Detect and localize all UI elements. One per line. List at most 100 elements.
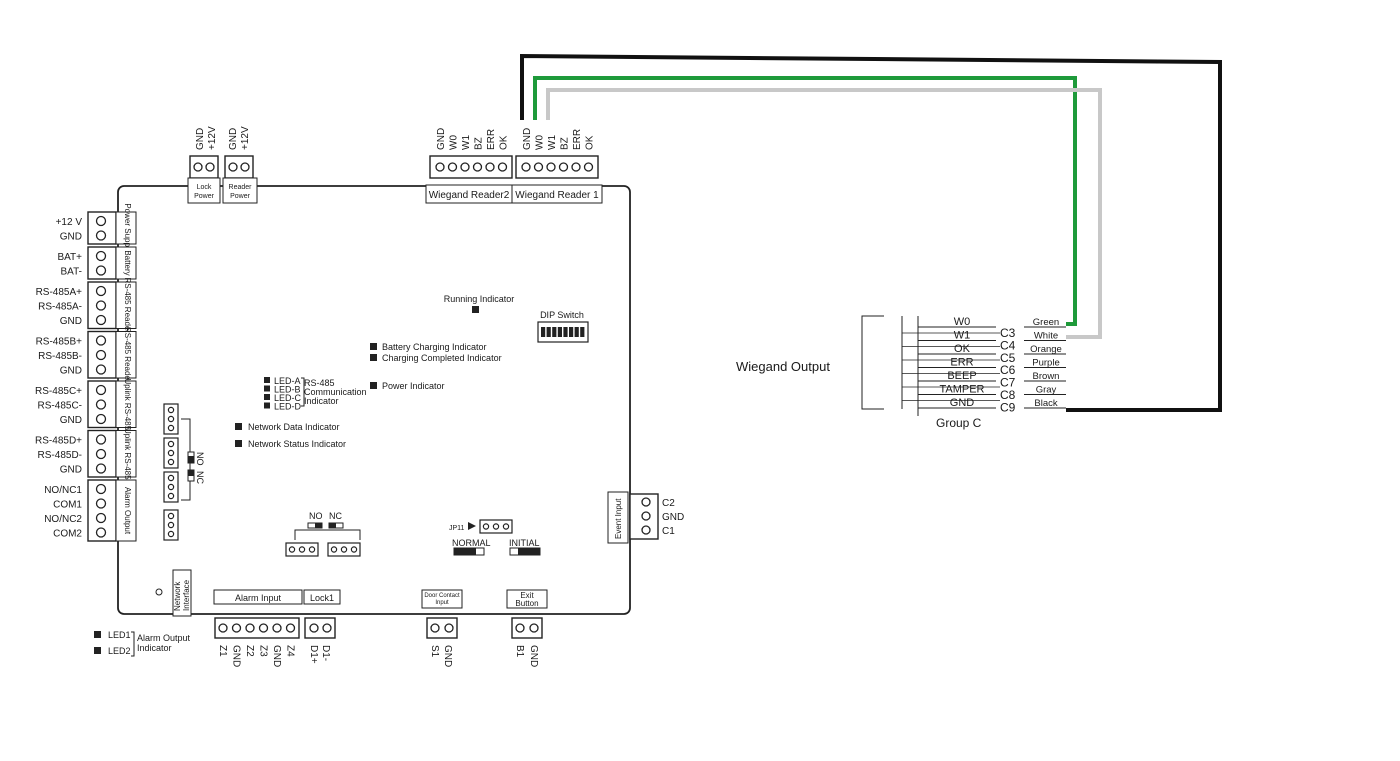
reader-power-pin-gnd: GND	[228, 128, 239, 150]
exit-button-pin-gnd: GND	[528, 645, 539, 667]
left-group-screw	[95, 364, 107, 375]
wiegand-signal-err: ERR	[950, 357, 973, 369]
exit-button-label-line2: Button	[515, 599, 538, 608]
wiegand_reader1-screw	[583, 162, 594, 172]
network-interface-line2: Interface	[182, 579, 191, 611]
led-row-led-b: LED-B	[274, 385, 301, 395]
lock-power-pin-12v: +12V	[207, 126, 218, 150]
led2-label: LED2	[108, 646, 131, 656]
alarm-jumper-nc-label: NC	[195, 471, 205, 484]
left-group-label-uplink-rs-485: Uplink RS-485	[123, 378, 132, 430]
left-group-screw	[95, 399, 107, 410]
wiegand-signal-gnd: GND	[950, 397, 975, 409]
led-row-led-d: LED-D	[274, 402, 302, 412]
wiegand_reader1-pin-w1: W1	[547, 135, 558, 150]
alarm-input-pin-z4: Z4	[285, 645, 296, 657]
running-indicator-label: Running Indicator	[444, 294, 515, 304]
jp11-jumper: JP11 NORMAL INITIAL	[449, 519, 541, 556]
led1-label: LED1	[108, 630, 131, 640]
wire-label-black: Black	[1034, 398, 1057, 409]
dip-switch-toggle	[569, 327, 574, 337]
wiegand-terminal-c5: C5	[1000, 351, 1016, 365]
lock-power-terminal: GND +12V Lock Power	[187, 126, 221, 204]
green-wire	[533, 76, 1077, 326]
power-indicator-label: Power Indicator	[382, 381, 445, 391]
wiegand-signal-w1: W1	[954, 330, 971, 342]
wiegand_reader2-screw	[485, 162, 495, 172]
alarm-input-screw	[231, 623, 242, 633]
wire-label-green: Green	[1033, 317, 1059, 328]
wiegand-group-label: Group C	[936, 416, 982, 430]
door-contact-pin-gnd: GND	[442, 645, 453, 667]
wiegand_reader2-pin-w1: W1	[461, 135, 472, 150]
alarm-input-pin-gnd: GND	[231, 645, 242, 667]
left-pin-no-nc2: NO/NC2	[44, 514, 82, 525]
wiegand_reader2-screw	[435, 162, 445, 172]
led-indicator-square	[264, 394, 270, 400]
wiegand-terminal-c9: C9	[1000, 400, 1016, 414]
dip-switch-toggle	[580, 327, 585, 337]
alarm-output-jumpers: NO NC	[163, 403, 205, 541]
left-pin-rs-485c: RS-485C+	[35, 386, 82, 397]
alarm-output-indicator-line2: Indicator	[137, 643, 172, 653]
charging-completed-label: Charging Completed Indicator	[382, 353, 502, 363]
alarm-input-screw	[245, 623, 255, 633]
wire-label-gray: Gray	[1036, 385, 1057, 396]
left-group-screw	[95, 527, 107, 538]
lock-power-label-line2: Power	[194, 193, 215, 200]
left-group-screw	[95, 314, 107, 326]
dip-switch-toggle	[546, 327, 551, 337]
rs485-label-line1: RS-485	[304, 378, 335, 388]
wiegand_reader2-screw	[472, 162, 483, 172]
door-contact-terminal: Door Contact Input S1 GND	[421, 589, 463, 667]
wire-label-orange: Orange	[1030, 344, 1062, 355]
left-group-label-uplink-rs-485: Uplink RS-485	[123, 428, 132, 480]
left-group-label-alarm-output: Alarm Output	[123, 487, 132, 535]
wiegand_reader1-screw	[533, 162, 544, 172]
network-interface-line1: Network	[173, 581, 182, 611]
left-group-screw	[95, 285, 107, 297]
door-contact-label-line2: Input	[435, 600, 449, 606]
lock-power-pin-gnd: GND	[195, 128, 206, 150]
wiegand_reader2-pin-bz: BZ	[474, 137, 485, 150]
lock1-label: Lock1	[310, 593, 334, 603]
white-wire	[546, 88, 1102, 339]
left-group-screw	[95, 300, 107, 311]
wire-label-brown: Brown	[1033, 371, 1060, 382]
left-pin-rs-485c: RS-485C-	[38, 401, 82, 412]
left-group-screw	[95, 434, 107, 445]
alarm-input-label: Alarm Input	[235, 593, 282, 603]
led-indicator-square	[264, 385, 270, 392]
left-terminal-groups: Power Supply+12 VGNDBatteryBAT+BAT-RS-48…	[35, 203, 137, 542]
left-pin-rs-485b: RS-485B-	[38, 351, 82, 362]
wiegand_reader2-screw	[447, 162, 458, 172]
wiegand-signal-ok: OK	[954, 343, 971, 355]
wiegand-terminal-c6: C6	[1000, 363, 1016, 377]
battery-charging-indicator: Battery Charging Indicator	[370, 342, 487, 352]
left-group-label-battery: Battery	[123, 250, 132, 275]
wiegand-signal-w0: W0	[954, 316, 971, 328]
left-pin-gnd: GND	[60, 232, 82, 243]
led-indicator-square	[264, 377, 270, 383]
wire-label-purple: Purple	[1032, 358, 1059, 369]
dip-switch-toggle	[557, 327, 562, 337]
left-group-label-rs-485-reader: RS-485 Reader	[123, 327, 132, 383]
network-data-label: Network Data Indicator	[248, 422, 340, 432]
wiegand_reader2-screw	[497, 162, 508, 172]
wiegand-reader2-label: Wiegand Reader2	[429, 190, 510, 201]
network-status-label: Network Status Indicator	[248, 439, 346, 449]
left-group-screw	[95, 512, 107, 524]
dip-switch-toggle	[563, 327, 568, 337]
dip-switch-toggle	[552, 327, 557, 337]
wiegand_reader1-pin-w0: W0	[535, 135, 546, 150]
rs485-label-line3: Indicator	[304, 396, 339, 406]
alarm-input-screw	[218, 623, 228, 633]
wiegand_reader2-screw	[460, 162, 470, 172]
left-pin-no-nc1: NO/NC1	[44, 485, 82, 496]
dip-switch-toggle	[574, 327, 579, 337]
reader-power-label-line1: Reader	[229, 184, 253, 191]
led-row-led-a: LED-A	[274, 376, 301, 386]
alarm-input-pin-z1: Z1	[217, 645, 228, 657]
